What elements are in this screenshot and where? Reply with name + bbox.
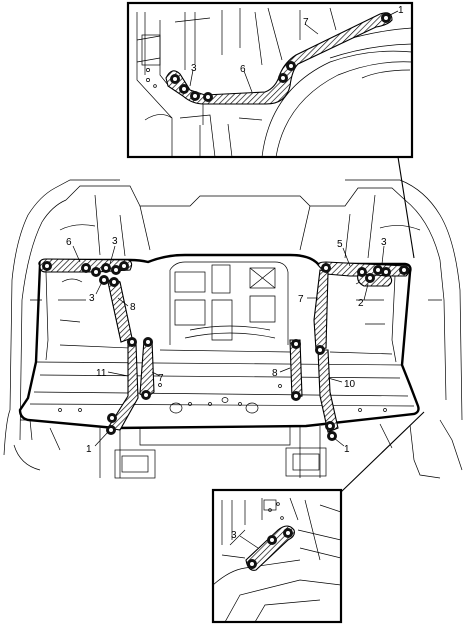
bottom-inset-fasteners [247, 528, 293, 569]
sealant-bead-8-left [107, 278, 133, 343]
sealant-bead-7-left [139, 339, 155, 399]
bottom-inset-callout-line [340, 411, 425, 493]
main-label-5-right: 5 [337, 239, 343, 250]
top-inset-callout-line [397, 156, 415, 259]
top-inset-label-7: 7 [303, 17, 309, 28]
top-inset-leaders [189, 10, 399, 93]
top-inset-body-lines [136, 7, 412, 157]
bottom-inset-sealant-bead-3 [245, 525, 295, 571]
sealant-bead-7-right [313, 269, 329, 351]
bottom-detail-inset: 3 [211, 488, 343, 624]
main-label-10-right: 10 [344, 379, 356, 390]
bottom-inset-label-3: 3 [231, 530, 237, 541]
top-detail-inset: 1 7 6 3 [126, 1, 415, 259]
main-label-11-left: 11 [96, 368, 107, 379]
bottom-inset-frame [211, 488, 343, 624]
main-label-7-left: 7 [158, 373, 164, 384]
main-label-1-right: 1 [344, 444, 350, 455]
main-label-7-right: 7 [298, 294, 304, 305]
bottom-inset-leader [239, 535, 259, 549]
main-label-1-left: 1 [86, 444, 92, 455]
main-label-2-right: 2 [358, 298, 364, 309]
main-label-8-right: 8 [272, 368, 278, 379]
top-inset-fasteners [170, 13, 391, 102]
bottom-inset-body-lines [213, 497, 341, 622]
main-body-drawing: 6 3 3 8 11 7 1 5 3 2 7 8 10 1 [3, 179, 463, 493]
sealant-bead-10-right [317, 349, 339, 433]
top-inset-label-3: 3 [191, 63, 197, 74]
top-inset-sealant-bead-6 [165, 12, 393, 105]
main-label-3-left-bottom: 3 [89, 293, 95, 304]
main-label-3-left-top: 3 [112, 236, 118, 247]
main-label-8-left: 8 [130, 302, 136, 313]
top-inset-frame [126, 1, 414, 159]
main-fasteners [42, 261, 409, 441]
top-inset-label-6: 6 [240, 64, 246, 75]
main-leaders [72, 245, 385, 447]
main-label-3-right: 3 [381, 237, 387, 248]
main-label-6-left: 6 [66, 237, 72, 248]
top-inset-label-1: 1 [398, 5, 404, 16]
